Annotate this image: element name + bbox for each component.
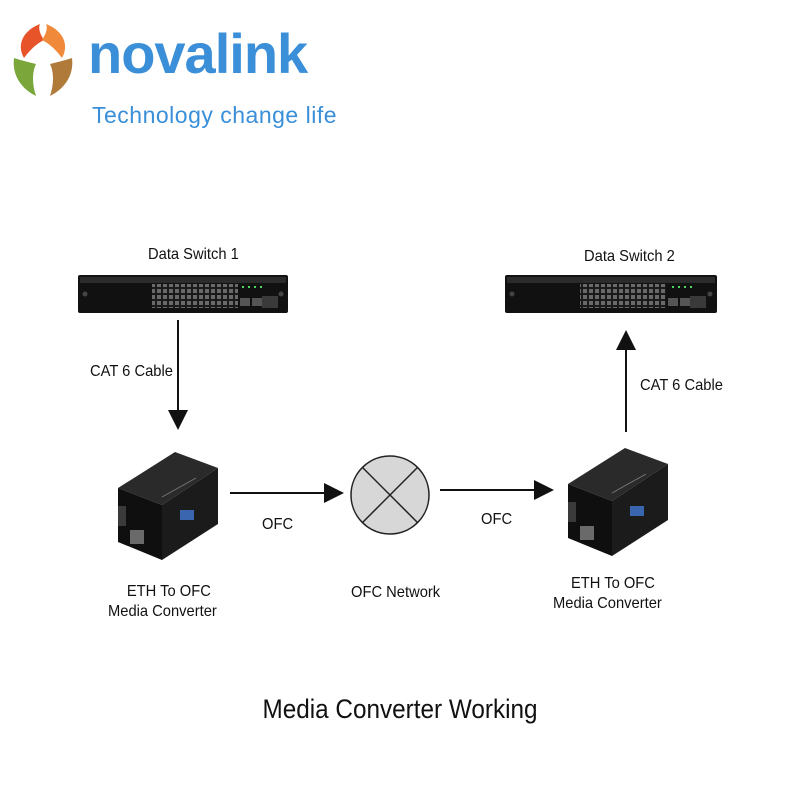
converter-left-line-1: ETH To OFC [126,583,211,600]
network-label: OFC Network [351,584,441,601]
cable-right-label: CAT 6 Cable [640,377,723,394]
switch-1-label: Data Switch 1 [148,246,239,263]
ofc-right-label: OFC [481,511,513,528]
brand-name: novalink [88,22,308,85]
converter-right-line-2: Media Converter [553,595,662,612]
ofc-left-label: OFC [262,516,294,533]
switch-2-label: Data Switch 2 [584,248,675,265]
converter-right-label: ETH To OFC Media Converter [553,574,662,614]
converter-left-line-2: Media Converter [108,603,217,620]
diagram-caption: Media Converter Working [262,694,538,724]
data-switch-2 [505,275,717,313]
data-switch-1 [78,275,288,313]
media-converter-right [568,448,668,556]
brand-tagline: Technology change life [92,102,337,128]
ofc-network-node [350,455,430,535]
converter-right-line-1: ETH To OFC [570,575,655,592]
media-converter-left [118,452,218,560]
cable-left-label: CAT 6 Cable [90,363,173,380]
novalink-logo-mark [13,24,73,96]
converter-left-label: ETH To OFC Media Converter [108,582,217,622]
